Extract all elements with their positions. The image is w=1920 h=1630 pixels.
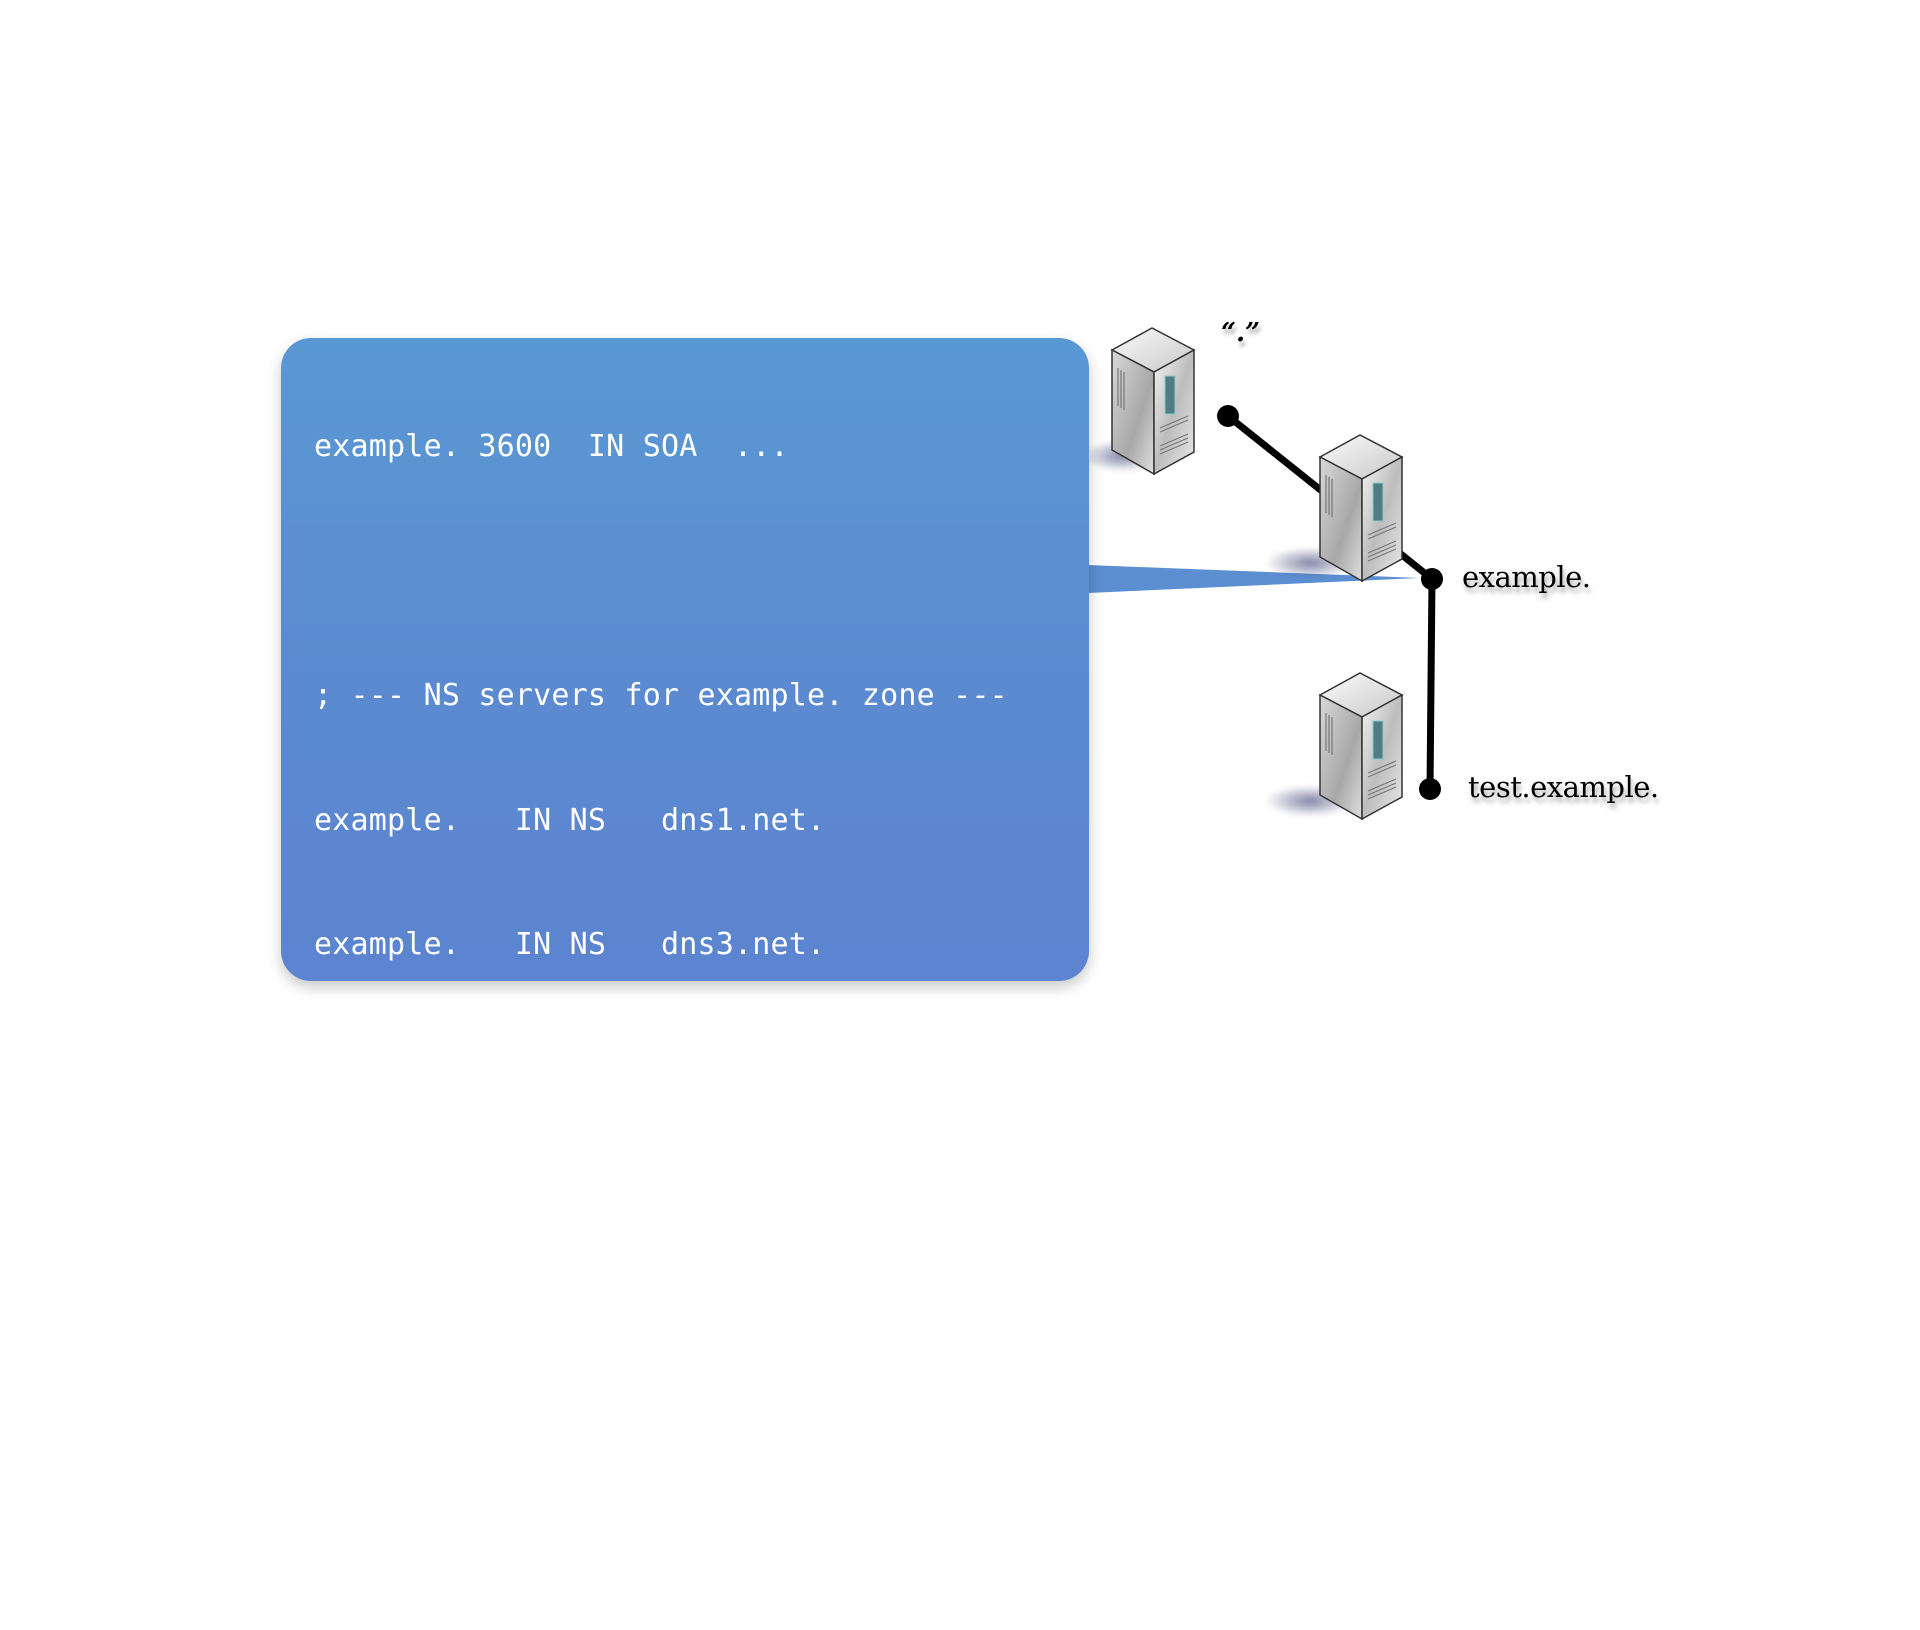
node-dot-test-example — [1419, 778, 1441, 800]
zone-line-blank — [314, 1049, 1026, 1091]
node-label-test-example: test.example. — [1468, 770, 1659, 804]
dns-hierarchy-diagram — [1082, 327, 1443, 821]
node-dot-root — [1217, 405, 1239, 427]
zone-line-delegation-ns2: test.example. IN NS ns2.test.example. — [314, 1425, 1008, 1460]
zone-line-delegation-comment: ; --- delegation for test.example. --- — [314, 1176, 1008, 1211]
edge-example-to-test — [1426, 578, 1436, 790]
server-icon-example — [1265, 434, 1404, 583]
zone-line-blank — [314, 551, 1026, 593]
zone-line-ns1: example. IN NS dns1.net. — [314, 802, 826, 838]
zone-file-content: example. 3600 IN SOA ... ; --- NS server… — [314, 343, 1026, 1630]
zone-line-soa: example. 3600 IN SOA ... — [314, 429, 789, 464]
zone-line-ns-comment: ; --- NS servers for example. zone --- — [314, 678, 1008, 713]
zone-line-delegation-ns1: test.example. IN NS ns1.test.example. — [314, 1300, 1008, 1336]
server-icon-root — [1082, 327, 1196, 476]
callout-wedge — [1088, 565, 1420, 593]
zone-file-callout — [281, 338, 1089, 981]
node-dot-example — [1421, 568, 1443, 590]
server-icon-test-example — [1265, 672, 1404, 821]
zone-line-delegation-dns5: test.example. IN NS dns5.somezone.com. — [314, 1549, 1027, 1585]
node-label-root: “.” — [1221, 318, 1260, 348]
node-label-example: example. — [1462, 560, 1591, 594]
zone-line-ns3: example. IN NS dns3.net. — [314, 927, 826, 962]
